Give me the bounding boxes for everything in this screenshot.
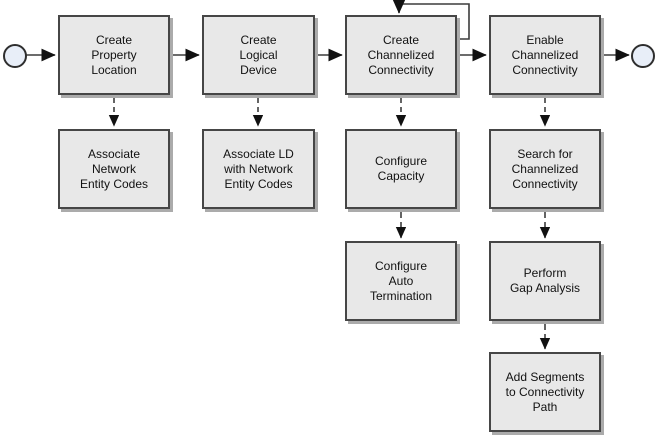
task-search-for-channelized-connectivity: Search for Channelized Connectivity [489, 129, 601, 209]
start-node [3, 44, 27, 68]
task-perform-gap-analysis: Perform Gap Analysis [489, 241, 601, 321]
task-create-logical-device: Create Logical Device [202, 15, 315, 95]
end-node [631, 44, 655, 68]
task-configure-capacity: Configure Capacity [345, 129, 457, 209]
task-label: Associate Network Entity Codes [79, 146, 149, 191]
task-label: Configure Capacity [374, 154, 428, 183]
task-label: Enable Channelized Connectivity [511, 32, 579, 77]
task-label: Create Logical Device [239, 32, 278, 77]
task-associate-network-entity-codes: Associate Network Entity Codes [58, 129, 170, 209]
task-configure-auto-termination: Configure Auto Termination [345, 241, 457, 321]
task-add-segments-to-connectivity-path: Add Segments to Connectivity Path [489, 352, 601, 432]
task-label: Create Property Location [91, 32, 137, 77]
task-label: Search for Channelized Connectivity [511, 146, 579, 191]
task-associate-ld-with-network-entity-codes: Associate LD with Network Entity Codes [202, 129, 315, 209]
task-create-channelized-connectivity: Create Channelized Connectivity [345, 15, 457, 95]
task-label: Add Segments to Connectivity Path [505, 369, 585, 414]
task-create-property-location: Create Property Location [58, 15, 170, 95]
task-label: Configure Auto Termination [369, 258, 433, 303]
task-label: Perform Gap Analysis [509, 266, 581, 295]
task-enable-channelized-connectivity: Enable Channelized Connectivity [489, 15, 601, 95]
task-label: Create Channelized Connectivity [367, 32, 435, 77]
task-label: Associate LD with Network Entity Codes [223, 146, 294, 191]
